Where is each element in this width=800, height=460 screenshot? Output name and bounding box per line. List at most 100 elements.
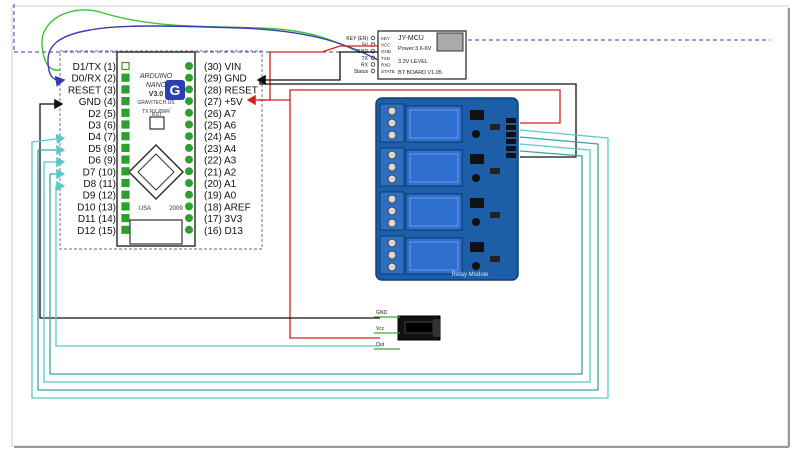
bt-pin-label: KEY (EN) <box>346 36 368 42</box>
arduino-right-pin-label: (22) A3 <box>204 156 237 167</box>
relay-terminal-screw <box>387 174 397 184</box>
arduino-right-pin <box>185 62 193 70</box>
relay-terminal-screw <box>387 250 397 260</box>
wire-red-relay <box>289 89 561 339</box>
arduino-right-pin-label: (23) A4 <box>204 144 237 155</box>
arduino-right-pin-label: (24) A5 <box>204 132 237 143</box>
relay-led <box>472 130 480 138</box>
arduino-left-pin-label: D7 (10) <box>83 167 116 178</box>
arduino-left-pin-label: D6 (9) <box>88 156 116 167</box>
arduino-right-pin <box>185 108 193 117</box>
arduino-right-pin-label: (28) RESET <box>204 85 258 96</box>
board-text-rst: RST <box>152 112 162 118</box>
arduino-right-pin <box>185 179 193 187</box>
arduino-left-pin <box>121 120 130 129</box>
arduino-left-pin <box>121 155 130 164</box>
wire-blue <box>47 25 379 87</box>
relay-terminal-screw <box>387 118 397 128</box>
wire-black-relay <box>259 78 577 158</box>
relay-header-pin <box>506 118 516 123</box>
arduino-left-pin <box>121 202 130 211</box>
bt-note: BT BOARD V1.05 <box>398 70 442 76</box>
relay-optocoupler <box>470 110 484 120</box>
arduino-right-pin-label: (17) 3V3 <box>204 214 243 225</box>
arduino-left-pin-label: RESET (3) <box>68 85 116 96</box>
arduino-left-pin-label: D0/RX (2) <box>72 74 116 85</box>
arduino-right-pin <box>185 225 193 234</box>
board-text-txrx: TX RX PWR <box>142 109 170 115</box>
arduino-right-pin <box>185 97 193 106</box>
arduino-left-pin-label: D12 (15) <box>77 226 116 237</box>
arduino-right-pin <box>185 132 193 141</box>
bt-pin <box>370 35 376 41</box>
arduino-left-pin-label: GND (4) <box>79 97 116 108</box>
relay-cube-label-area <box>409 197 459 227</box>
arduino-right-pin <box>185 214 193 223</box>
bt-power: Power:3.6-6V <box>398 46 432 52</box>
board-text-line1: ARDUINO <box>139 73 173 80</box>
relay-cube-label-area <box>409 109 459 139</box>
relay-terminal-screw <box>387 262 397 272</box>
bt-board-label: STATE <box>381 69 395 74</box>
arduino-right-pin-label: (27) +5V <box>204 97 243 108</box>
arduino-pins: D1/TX (1)D0/RX (2)RESET (3)GND (4)D2 (5)… <box>68 61 258 237</box>
relay-optocoupler <box>470 154 484 164</box>
reset-button <box>149 116 165 130</box>
relay-component <box>490 212 500 218</box>
relay-optocoupler <box>470 198 484 208</box>
arduino-left-pin <box>121 225 130 234</box>
relay-terminal-screw <box>387 130 397 140</box>
bt-pin <box>370 62 376 67</box>
relay-header-pin <box>506 146 516 151</box>
arduino-right-pin <box>185 85 193 94</box>
arduino-right-pin <box>185 143 193 152</box>
arduino-left-pin <box>121 178 130 188</box>
arduino-left-pin-label: D2 (5) <box>88 109 116 120</box>
arduino-left-pin-label: D10 (13) <box>77 202 116 213</box>
arduino-left-pin <box>121 61 130 71</box>
arduino-left-pin <box>121 96 130 106</box>
relay-cube-label-area <box>409 241 459 271</box>
relay-terminal-screw <box>387 206 397 216</box>
arduino-right-pin-label: (21) A2 <box>204 167 237 178</box>
relay-channel <box>379 191 500 231</box>
relay-cube <box>405 149 463 187</box>
ir-pin-label: Vcc <box>376 326 385 332</box>
relay-module: Relay Module <box>375 97 519 281</box>
relay-cube <box>405 193 463 231</box>
bt-title: JY-MCU <box>398 35 424 42</box>
arduino-right-pin-label: (25) A6 <box>204 121 237 132</box>
bt-pin-label: RX <box>361 62 369 68</box>
arduino-left-pin <box>121 132 130 141</box>
board-text-maker: GRAVITECH.US <box>137 100 175 106</box>
arduino-left-pin <box>121 85 130 94</box>
arduino-left-pin <box>121 73 130 82</box>
bt-board-label: KEY <box>381 36 390 41</box>
mcu-chip <box>127 143 185 201</box>
arduino-left-pin-label: D8 (11) <box>83 179 116 190</box>
relay-channel <box>379 103 500 143</box>
bluetooth-module: KEYVCCGNDTXDRXDSTATEJY-MCUPower:3.6-6V3.… <box>377 30 467 80</box>
board-text-usa: USA <box>139 206 151 212</box>
relay-terminal-screw <box>387 150 397 160</box>
wire-cyan-1 <box>31 129 609 399</box>
arduino-right-pin <box>185 202 193 211</box>
relay-label: Relay Module <box>452 272 489 278</box>
bt-board-label: TXD <box>381 56 391 61</box>
ir-pin-label: GND <box>376 310 388 316</box>
board-text-line2: NANO <box>146 82 167 89</box>
wire-cyan-ir-out <box>55 180 380 347</box>
ir-pin-label: Out <box>376 342 385 348</box>
relay-terminal-screw <box>387 238 397 248</box>
relay-header-pin <box>506 125 516 130</box>
arduino-left-pin <box>121 214 130 223</box>
wire-cyan-3 <box>43 143 591 383</box>
arduino-right-pin-label: (18) AREF <box>204 202 251 213</box>
relay-led <box>472 218 480 226</box>
arduino-left-pin-label: D1/TX (1) <box>73 62 116 73</box>
bt-level: 3.3V LEVEL <box>398 59 428 65</box>
